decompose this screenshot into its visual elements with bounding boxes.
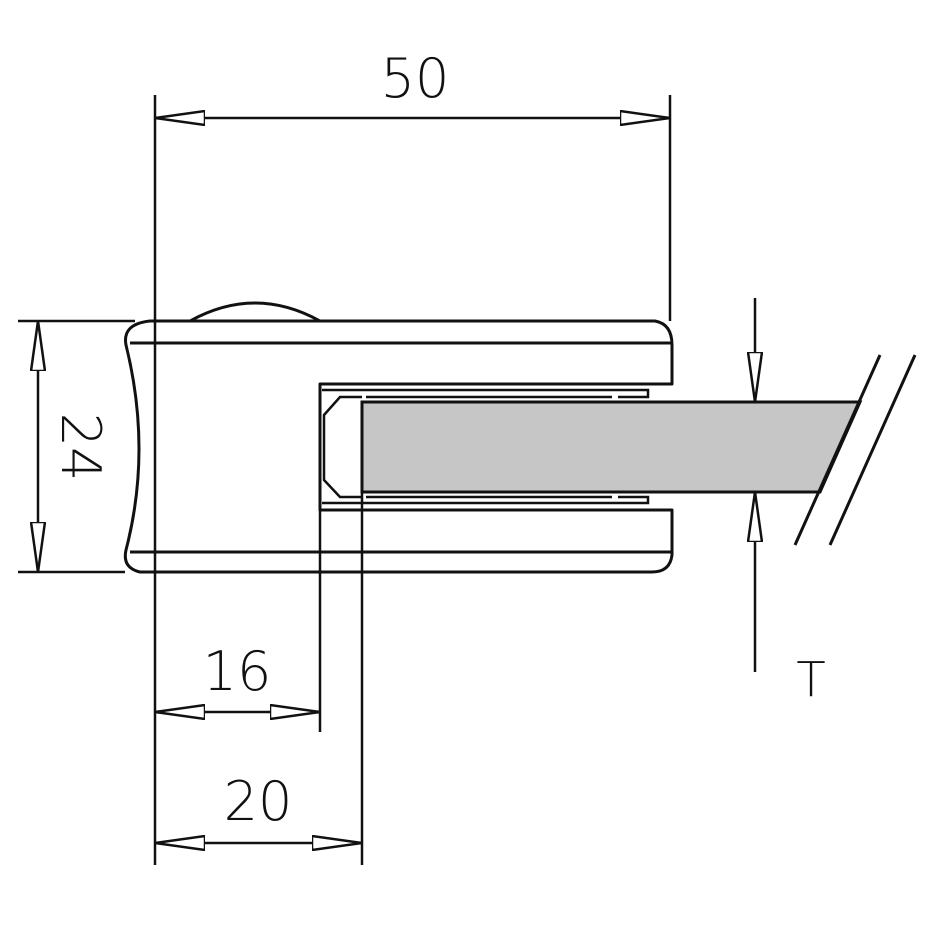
dimension-label-20: 20 (224, 770, 293, 833)
glass-panel (360, 400, 863, 494)
thickness-label: T (796, 652, 825, 708)
clamp-body (123, 301, 674, 574)
dimension-label-50: 50 (381, 47, 450, 110)
gasket (322, 388, 650, 505)
extension-lines (18, 95, 672, 865)
dimension-label-24: 24 (49, 413, 112, 482)
break-lines (793, 354, 917, 546)
dimension-label-16: 16 (203, 640, 272, 703)
